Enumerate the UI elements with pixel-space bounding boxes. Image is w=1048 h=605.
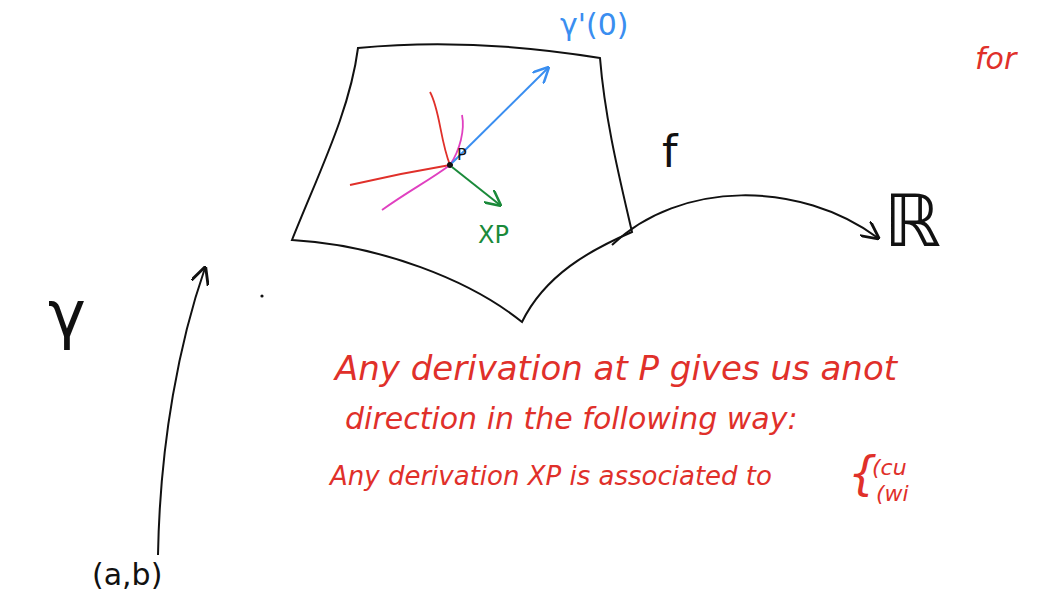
stray-mark xyxy=(260,294,263,297)
note-text-holder: direction in the following way: xyxy=(345,402,798,435)
map-arrow xyxy=(612,195,878,245)
derivation-vector xyxy=(452,167,500,205)
codomain-symbol-holder: ℝ xyxy=(884,182,941,261)
note-text: (cu xyxy=(872,455,907,480)
curve-red xyxy=(350,92,450,185)
note-text: for xyxy=(975,41,1016,76)
curve-magenta xyxy=(382,115,463,210)
map-label-holder: γ xyxy=(48,280,86,350)
point-label: P xyxy=(457,145,467,164)
point-label-holder: P xyxy=(457,146,467,164)
note-text: (wi xyxy=(876,481,909,506)
curve-map-arrow xyxy=(158,268,205,555)
codomain-symbol: ℝ xyxy=(884,179,941,263)
map-label-holder: f xyxy=(662,128,678,176)
surface-outline xyxy=(292,44,632,322)
note-text-holder: Any derivation at P gives us anot xyxy=(335,350,897,387)
tangent-vector xyxy=(452,68,548,163)
note-text-holder: for xyxy=(975,42,1016,75)
note-text-holder: Any derivation XP is associated to xyxy=(330,462,772,491)
vector-label-holder: XP xyxy=(478,222,509,248)
interval-label: (a,b) xyxy=(92,557,162,592)
note-text: Any derivation at P gives us anot xyxy=(335,348,897,388)
note-text: direction in the following way: xyxy=(345,401,798,436)
vector-label: γ'(0) xyxy=(560,7,629,42)
map-label: f xyxy=(662,126,678,177)
note-text: Any derivation XP is associated to xyxy=(330,461,772,491)
interval-label-holder: (a,b) xyxy=(92,558,162,591)
vector-label: XP xyxy=(478,221,509,249)
vector-label-holder: γ'(0) xyxy=(560,8,629,41)
map-label: γ xyxy=(48,278,86,352)
note-text-holder: (wi xyxy=(876,482,909,506)
note-text-holder: (cu xyxy=(872,456,907,480)
